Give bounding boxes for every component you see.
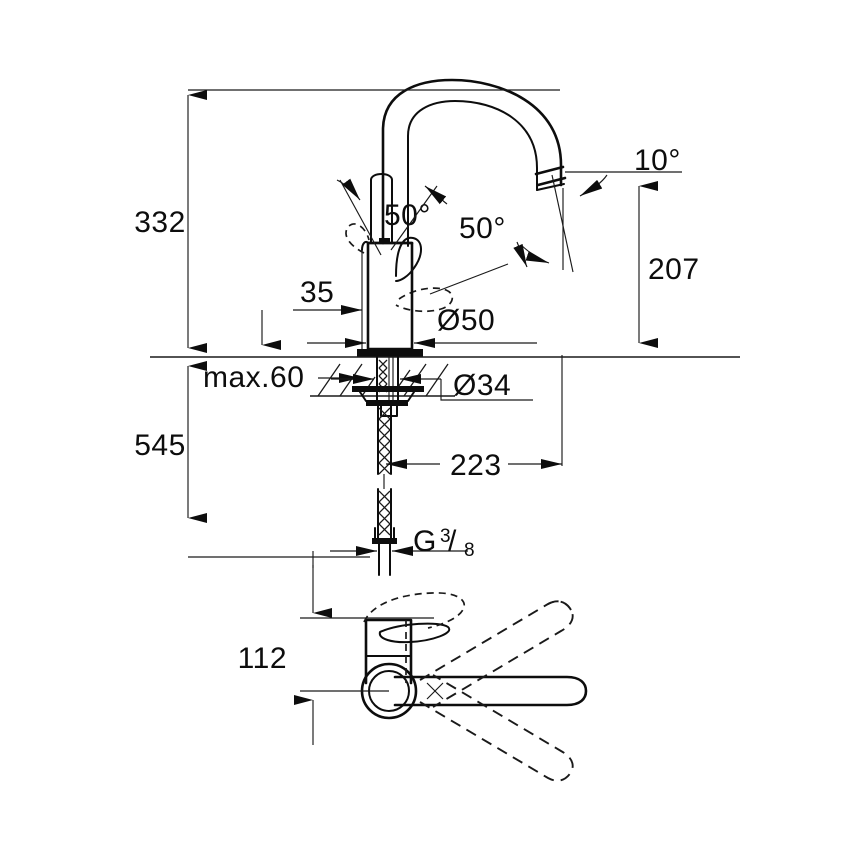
dimension-d50-label: Ø50 — [437, 304, 495, 337]
dimension-counter-thickness: max.60 — [203, 361, 360, 394]
dimension-50deg-right-label: 50° — [459, 212, 506, 245]
topview-body — [363, 592, 465, 685]
threaded-tailpiece — [372, 405, 397, 576]
thread-hatching-lower — [378, 490, 391, 536]
dimension-35-label: 35 — [300, 276, 334, 309]
dimension-aerator-angle: 10° — [520, 144, 681, 273]
topview-spout-rotated-down — [419, 674, 574, 782]
dimension-spout-height: 207 — [565, 171, 700, 348]
thread-hatching-mid — [378, 407, 391, 475]
dimension-thread-size: G 3 / 8 — [330, 525, 475, 561]
dimension-d34-label: Ø34 — [453, 369, 511, 402]
dimension-10deg-label: 10° — [634, 144, 681, 177]
dimension-body-diameter: Ø50 — [307, 304, 537, 348]
dimension-332-label: 332 — [134, 206, 186, 239]
dimension-207-label: 207 — [648, 253, 700, 286]
handle-lever-horizontal — [395, 287, 454, 313]
dimension-topview-offset: 112 — [238, 551, 434, 745]
dimension-swivel-right: 50° — [429, 212, 528, 295]
dimension-spout-reach: 223 — [386, 355, 563, 482]
dimension-112-label: 112 — [238, 642, 287, 675]
dimension-thread-symbol: G — [413, 525, 437, 558]
topview-spout-rotated-up — [419, 600, 574, 708]
dimension-545-label: 545 — [134, 429, 186, 462]
dimension-thread-denominator: 8 — [464, 540, 475, 561]
handle-lever-up — [370, 173, 393, 243]
dimension-hole-diameter: Ø34 — [331, 369, 533, 402]
handle-lever-tilted-left — [345, 223, 370, 254]
aerator — [534, 165, 567, 191]
base-flange — [357, 349, 423, 357]
dimension-thread-divider: / — [448, 525, 457, 558]
spout-outer-arc — [381, 78, 563, 245]
mounting-shank — [352, 356, 424, 417]
dimension-thread-numerator: 3 — [440, 526, 451, 547]
dimension-swivel-left: 50° — [336, 178, 448, 256]
topview-spout-solid — [393, 675, 588, 707]
dimension-below-counter: 545 — [134, 361, 370, 558]
spout-inner-arc — [407, 100, 538, 247]
dimension-max60-label: max.60 — [203, 361, 304, 394]
handle-lever-tilted-right — [395, 236, 422, 282]
dimension-223-label: 223 — [450, 449, 502, 482]
faucet-body — [361, 238, 414, 351]
dimension-handle-clearance: 35 — [261, 276, 362, 350]
dimension-overall-height: 332 — [134, 89, 560, 353]
